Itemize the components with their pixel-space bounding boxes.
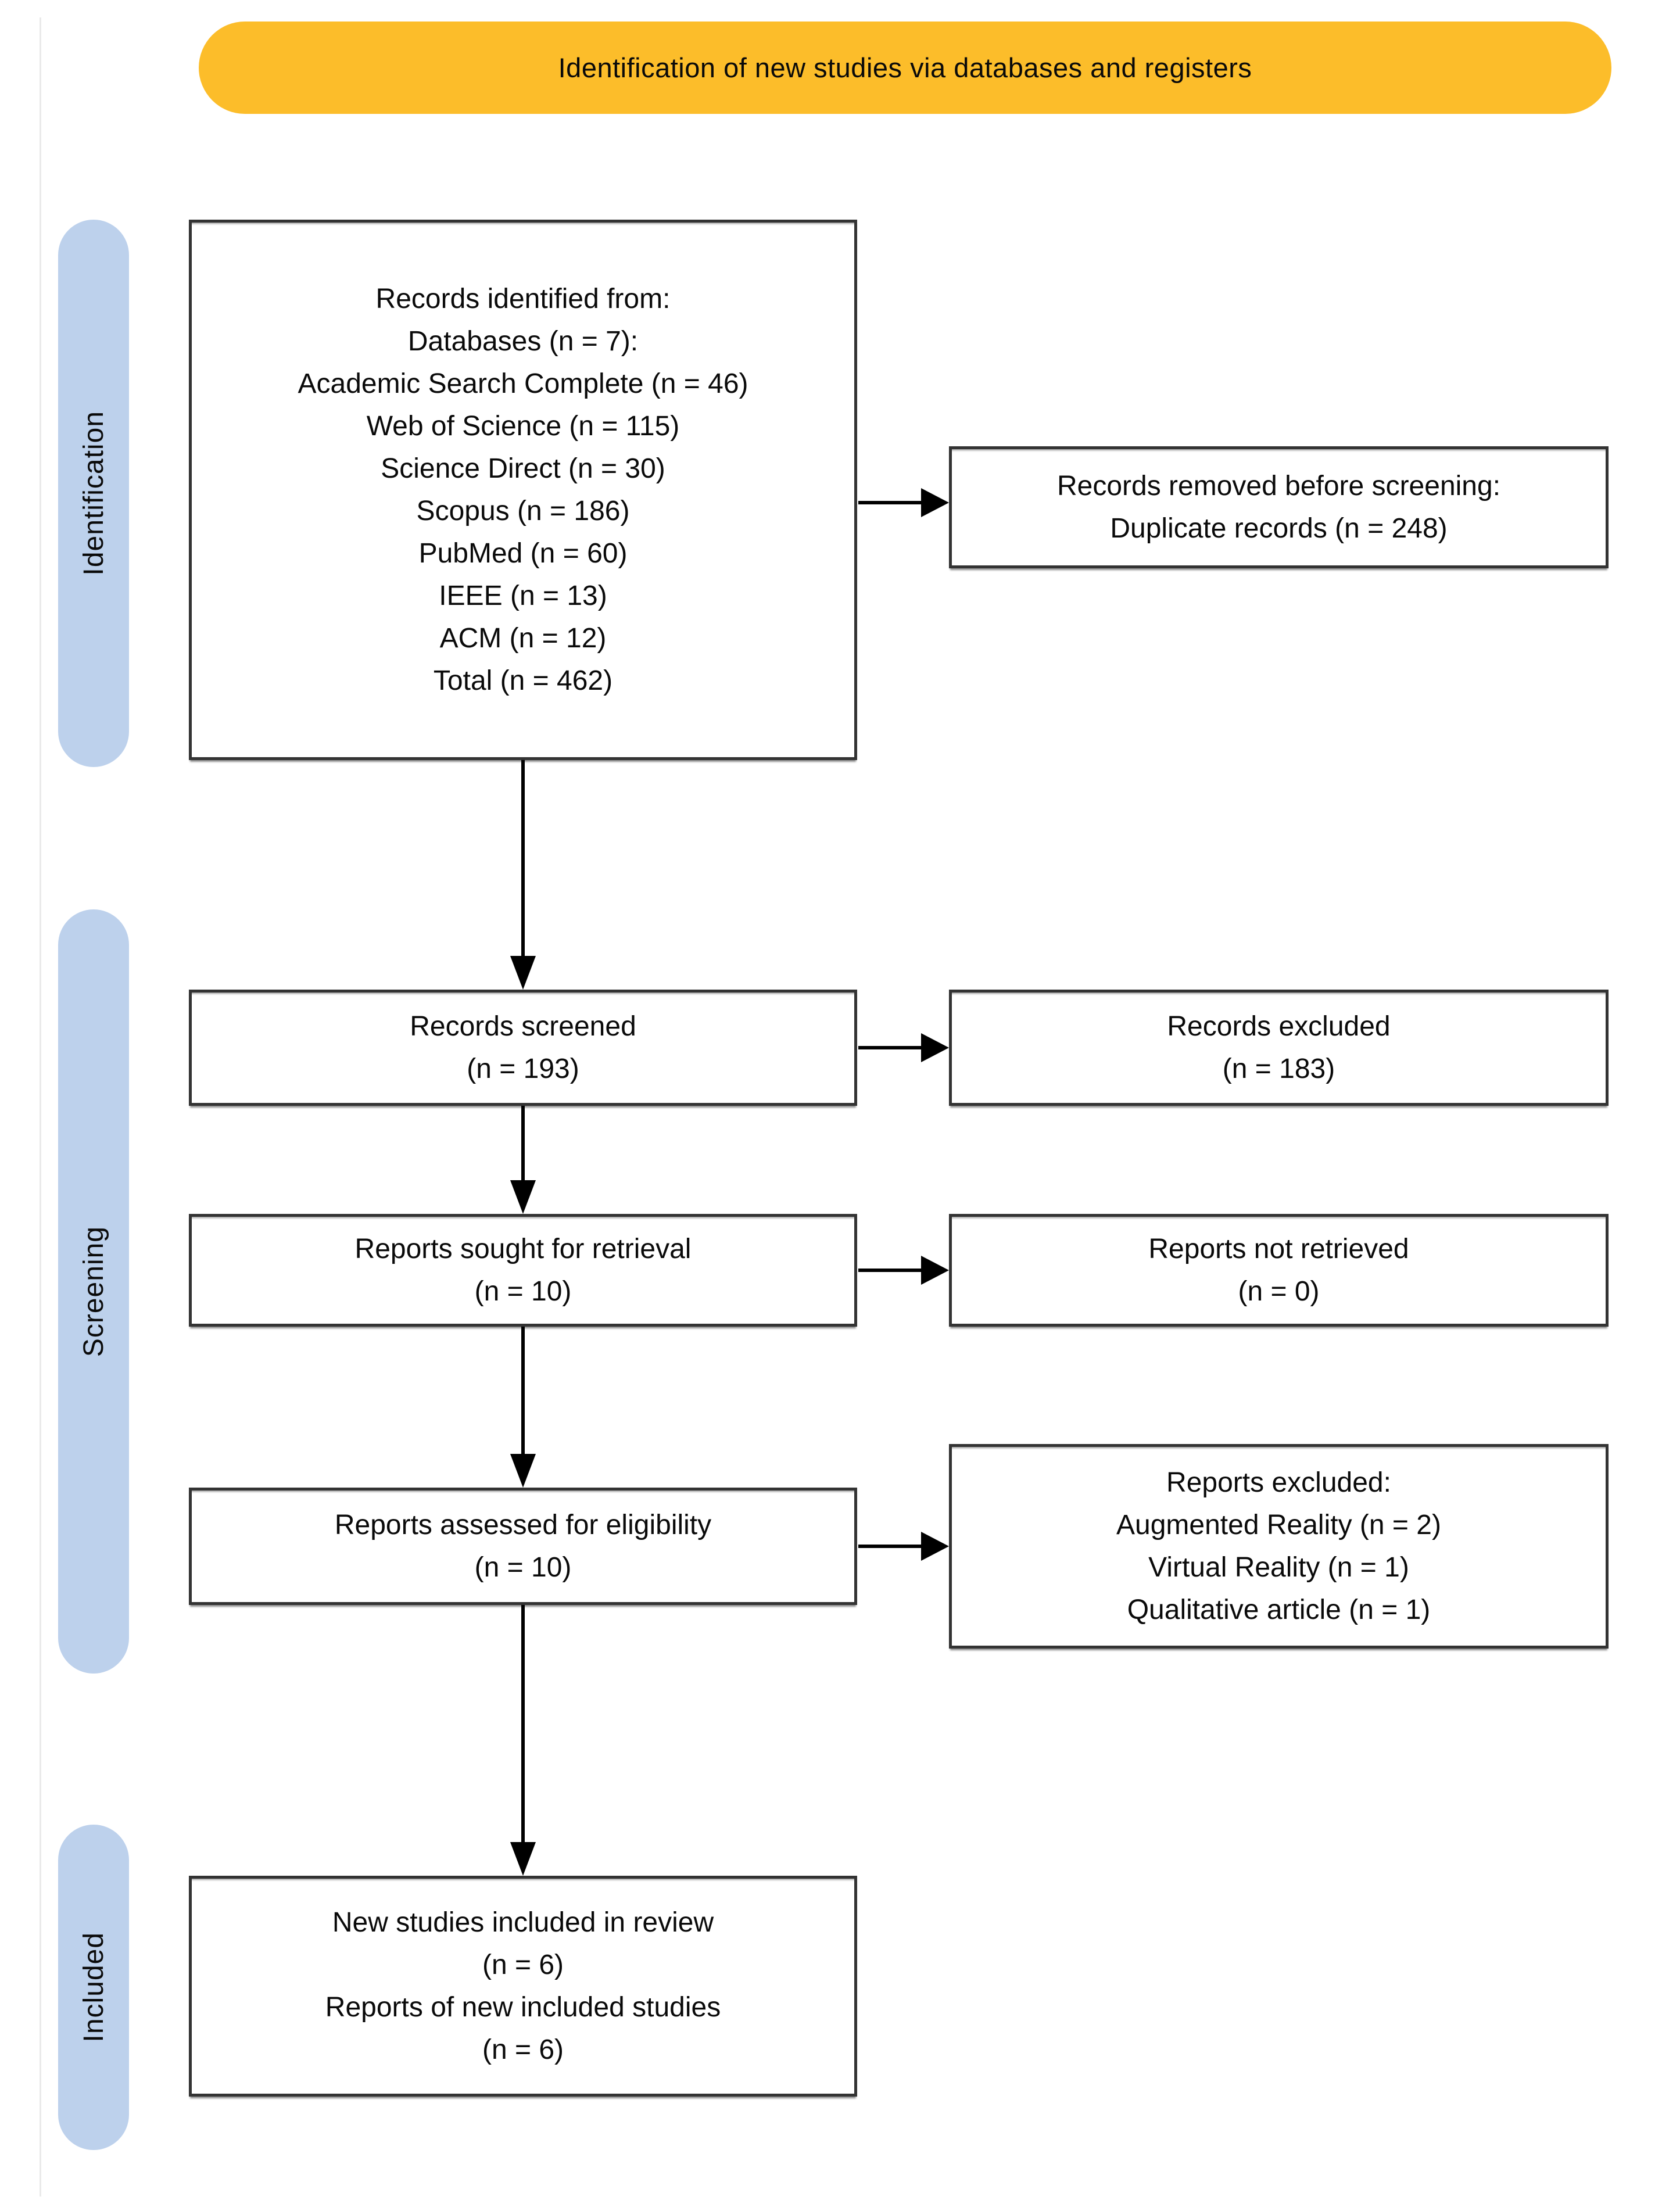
- box-line: Augmented Reality (n = 2): [1116, 1510, 1441, 1540]
- box-line: Reports assessed for eligibility: [334, 1510, 712, 1540]
- box-line: Total (n = 462): [433, 665, 613, 696]
- box-line: Databases (n = 7):: [407, 326, 639, 357]
- box-line: Scopus (n = 186): [416, 496, 630, 526]
- box-line: Records screened: [410, 1011, 636, 1042]
- box-line: Duplicate records (n = 248): [1110, 513, 1448, 544]
- arrow-assessed-to-included-line: [521, 1605, 525, 1843]
- arrow-down-icon: [510, 1842, 536, 1876]
- page-edge-artifact-line: [40, 17, 41, 2197]
- arrow-identified-to-removed-line: [858, 501, 922, 504]
- arrow-down-icon: [510, 1180, 536, 1214]
- arrow-down-icon: [510, 1454, 536, 1488]
- box-line: Qualitative article (n = 1): [1127, 1595, 1431, 1625]
- arrow-right-icon: [921, 1532, 949, 1561]
- box-line: Records identified from:: [375, 284, 671, 314]
- arrow-assessed-to-excluded-line: [858, 1545, 922, 1548]
- box-records-screened: Records screened (n = 193): [189, 990, 857, 1106]
- box-line: ACM (n = 12): [439, 623, 607, 654]
- arrow-sought-to-notretrieved-line: [858, 1269, 922, 1272]
- box-line: Web of Science (n = 115): [366, 411, 680, 442]
- box-reports-assessed-for-eligibility: Reports assessed for eligibility (n = 10…: [189, 1488, 857, 1605]
- arrow-right-icon: [921, 1033, 949, 1062]
- stage-label-screening: Screening: [78, 1226, 109, 1357]
- box-line: Reports not retrieved: [1148, 1234, 1409, 1264]
- box-line: Reports of new included studies: [325, 1992, 721, 2023]
- box-line: (n = 10): [474, 1276, 572, 1307]
- box-line: Reports sought for retrieval: [354, 1234, 692, 1264]
- arrow-screened-to-sought-line: [521, 1106, 525, 1181]
- box-records-excluded: Records excluded (n = 183): [949, 990, 1609, 1106]
- box-reports-sought-for-retrieval: Reports sought for retrieval (n = 10): [189, 1214, 857, 1327]
- box-line: IEEE (n = 13): [439, 581, 607, 611]
- box-records-removed-before-screening: Records removed before screening: Duplic…: [949, 446, 1609, 568]
- stage-label-identification: Identification: [78, 411, 109, 576]
- box-line: (n = 193): [467, 1054, 579, 1084]
- box-line: (n = 0): [1238, 1276, 1320, 1307]
- box-line: Records removed before screening:: [1056, 471, 1501, 501]
- box-line: (n = 6): [482, 2034, 564, 2065]
- box-line: Virtual Reality (n = 1): [1148, 1552, 1409, 1583]
- stage-pill-identification: Identification: [58, 220, 129, 767]
- stage-pill-screening: Screening: [58, 909, 129, 1674]
- box-line: Academic Search Complete (n = 46): [298, 368, 748, 399]
- box-line: (n = 10): [474, 1552, 572, 1583]
- stage-label-included: Included: [78, 1932, 109, 2043]
- arrow-screened-to-excluded-line: [858, 1046, 922, 1049]
- box-line: New studies included in review: [332, 1907, 714, 1938]
- arrow-sought-to-assessed-line: [521, 1327, 525, 1455]
- box-reports-excluded: Reports excluded: Augmented Reality (n =…: [949, 1444, 1609, 1649]
- box-line: Records excluded: [1167, 1011, 1391, 1042]
- arrow-right-icon: [921, 1256, 949, 1285]
- banner-identification-via-databases: Identification of new studies via databa…: [199, 22, 1611, 114]
- arrow-down-icon: [510, 956, 536, 990]
- arrow-identified-to-screened-line: [521, 760, 525, 958]
- box-reports-not-retrieved: Reports not retrieved (n = 0): [949, 1214, 1609, 1327]
- arrow-right-icon: [921, 488, 949, 517]
- box-records-identified: Records identified from: Databases (n = …: [189, 220, 857, 760]
- box-line: (n = 183): [1222, 1054, 1335, 1084]
- box-line: Science Direct (n = 30): [381, 453, 665, 484]
- box-line: (n = 6): [482, 1950, 564, 1980]
- stage-pill-included: Included: [58, 1825, 129, 2150]
- box-line: Reports excluded:: [1166, 1467, 1391, 1498]
- box-new-studies-included: New studies included in review (n = 6) R…: [189, 1876, 857, 2097]
- box-line: PubMed (n = 60): [418, 538, 628, 569]
- banner-label: Identification of new studies via databa…: [558, 52, 1252, 83]
